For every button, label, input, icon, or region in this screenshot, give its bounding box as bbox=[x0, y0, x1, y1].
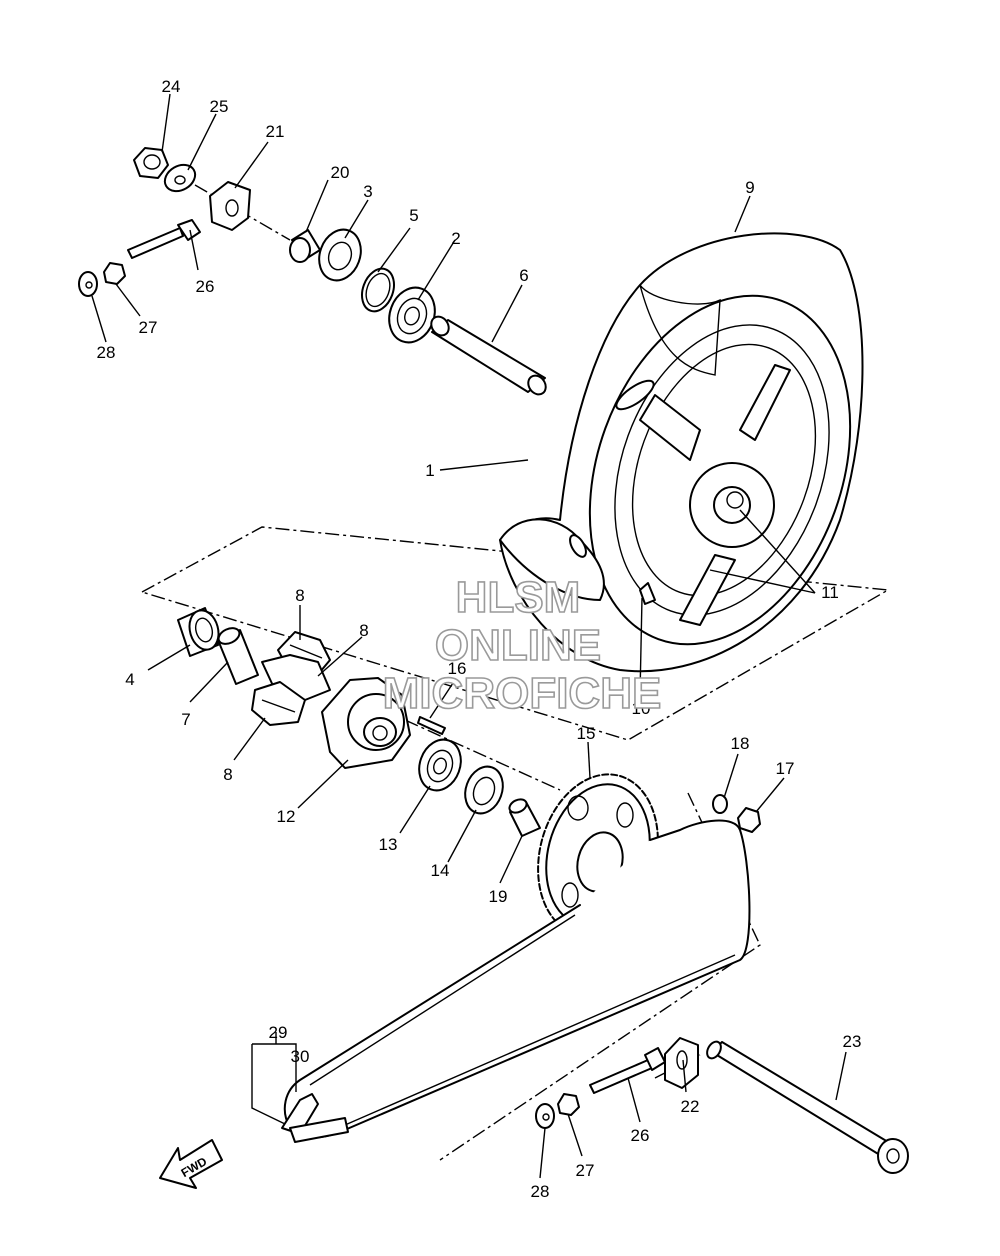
callout-21: 21 bbox=[266, 122, 285, 141]
collar-19 bbox=[508, 798, 541, 837]
nut-27-upper bbox=[103, 262, 126, 285]
watermark-line-2: ONLINE bbox=[435, 621, 601, 670]
callout-9: 9 bbox=[745, 178, 754, 197]
callout-25: 25 bbox=[210, 97, 229, 116]
drive-chain-29 bbox=[281, 819, 751, 1143]
callout-24: 24 bbox=[162, 77, 181, 96]
callout-numbers: 1 2 3 4 5 6 7 8 8 8 9 10 11 12 13 14 15 … bbox=[97, 77, 862, 1201]
wheel-assembly bbox=[499, 232, 864, 673]
collar-7 bbox=[217, 627, 259, 685]
wheel-rim-inner-2 bbox=[631, 343, 817, 597]
callout-28-upper: 28 bbox=[97, 343, 116, 362]
callout-22: 22 bbox=[681, 1097, 700, 1116]
callout-14: 14 bbox=[431, 861, 450, 880]
callout-7: 7 bbox=[181, 710, 190, 729]
sprocket-hub-12 bbox=[321, 677, 411, 769]
washer-25 bbox=[163, 163, 197, 193]
callout-23: 23 bbox=[843, 1032, 862, 1051]
callout-19: 19 bbox=[489, 887, 508, 906]
callout-15: 15 bbox=[577, 724, 596, 743]
callout-8-top: 8 bbox=[295, 586, 304, 605]
valve-stem bbox=[639, 582, 656, 605]
washer-28-lower bbox=[535, 1103, 555, 1129]
callout-28-lower: 28 bbox=[531, 1182, 550, 1201]
tire-edge bbox=[639, 284, 721, 376]
callout-1: 1 bbox=[425, 461, 434, 480]
callout-10: 10 bbox=[632, 699, 651, 718]
wheel-spoke-3 bbox=[739, 364, 791, 441]
callout-26-upper: 26 bbox=[196, 277, 215, 296]
callout-29: 29 bbox=[269, 1023, 288, 1042]
forward-direction-arrow: FWD bbox=[159, 1139, 223, 1189]
bolt-26-upper bbox=[127, 219, 201, 259]
nut-24 bbox=[133, 147, 169, 179]
nut-27-lower bbox=[557, 1093, 580, 1116]
wheel-hub-inner bbox=[713, 486, 751, 524]
leader-lines bbox=[91, 93, 847, 1179]
callout-13: 13 bbox=[379, 835, 398, 854]
callout-30: 30 bbox=[291, 1047, 310, 1066]
chain-links-end bbox=[289, 1117, 349, 1143]
callout-2: 2 bbox=[451, 229, 460, 248]
tire-vent-lower bbox=[569, 534, 587, 558]
bolt-26-lower bbox=[589, 1047, 666, 1094]
wheel-spoke-1 bbox=[639, 394, 701, 461]
callout-8-bottom: 8 bbox=[223, 765, 232, 784]
callout-18: 18 bbox=[731, 734, 750, 753]
circlip-5 bbox=[361, 267, 395, 313]
adjuster-plate-22 bbox=[664, 1037, 699, 1089]
tire-vent bbox=[615, 379, 655, 411]
washer-28-upper bbox=[78, 271, 98, 297]
washer-18 bbox=[712, 794, 728, 814]
wheel-hub-bore bbox=[726, 491, 744, 509]
assembly-frame-upper bbox=[141, 526, 891, 741]
bearing-4 bbox=[177, 607, 220, 657]
callout-5: 5 bbox=[409, 206, 418, 225]
oil-seal-14 bbox=[464, 765, 504, 815]
callout-17: 17 bbox=[776, 759, 795, 778]
stud-16 bbox=[417, 716, 446, 735]
oil-seal-3 bbox=[318, 228, 362, 282]
watermark-line-1: HLSM bbox=[456, 573, 581, 622]
adjuster-plate-21 bbox=[209, 181, 251, 231]
callout-4: 4 bbox=[125, 670, 134, 689]
watermark: HLSM ONLINE MICROFICHE bbox=[382, 572, 662, 719]
callout-27-lower: 27 bbox=[576, 1161, 595, 1180]
collar-20 bbox=[289, 229, 321, 263]
callout-3: 3 bbox=[363, 182, 372, 201]
callout-12: 12 bbox=[277, 807, 296, 826]
damper-8-bottom bbox=[251, 681, 306, 726]
callout-11: 11 bbox=[821, 583, 839, 602]
callout-16: 16 bbox=[448, 659, 467, 678]
callout-8-right: 8 bbox=[359, 621, 368, 640]
callout-20: 20 bbox=[331, 163, 350, 182]
wheel-rim-inner bbox=[614, 324, 830, 616]
axle-23 bbox=[706, 1040, 909, 1174]
callout-27-upper: 27 bbox=[139, 318, 158, 337]
axis-line-hub bbox=[404, 719, 561, 791]
watermark-line-3: MICROFICHE bbox=[383, 669, 662, 718]
callout-6: 6 bbox=[519, 266, 528, 285]
spacer-6 bbox=[430, 315, 547, 396]
bearing-13 bbox=[418, 738, 462, 792]
callout-26-lower: 26 bbox=[631, 1126, 650, 1145]
